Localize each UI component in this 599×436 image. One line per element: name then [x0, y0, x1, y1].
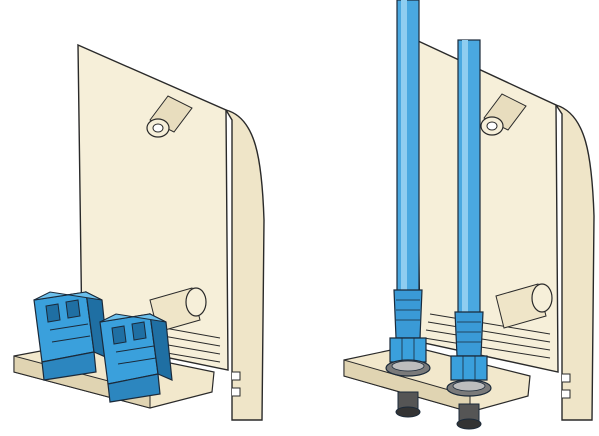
right-back-plate	[415, 38, 559, 373]
right-outlet-assembly	[343, 0, 595, 430]
blue-cable-2	[446, 39, 492, 430]
left-outlet-assembly	[13, 43, 265, 421]
blue-cable-1	[385, 0, 431, 418]
right-side-cover	[554, 103, 595, 421]
right-guide-rails	[423, 313, 551, 359]
left-side-cover	[224, 108, 265, 421]
right-cylinder-holder	[495, 283, 553, 329]
left-screw-boss	[146, 95, 193, 138]
right-screw-boss	[480, 93, 527, 136]
duplex-connector-2	[99, 312, 173, 403]
